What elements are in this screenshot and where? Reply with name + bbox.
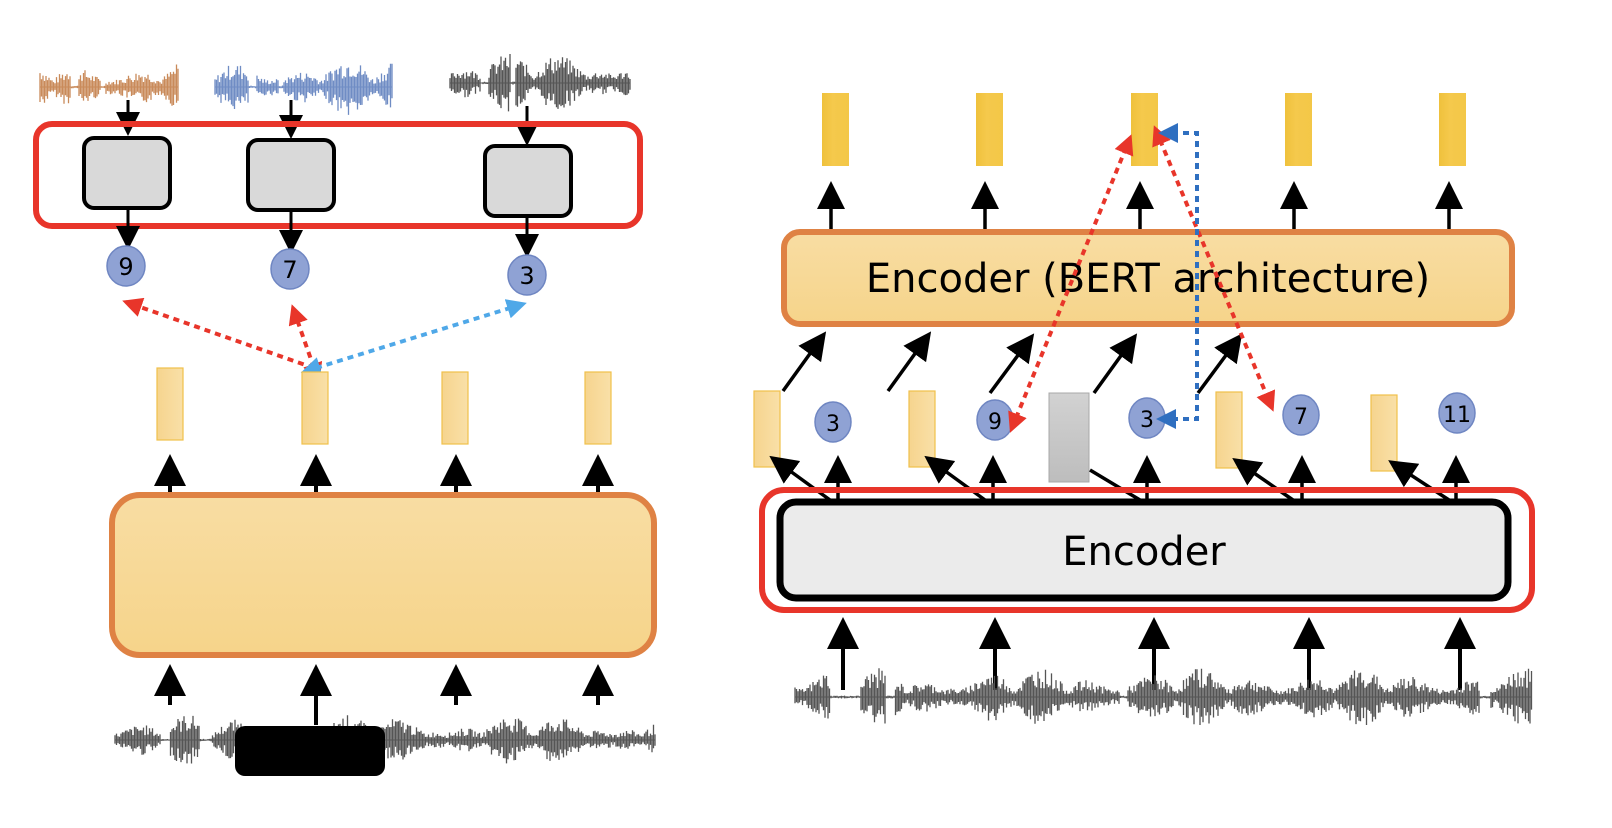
quantizer-highlight-box xyxy=(33,121,643,229)
cluster-token: 9 xyxy=(976,399,1014,441)
cnn-encoder-block xyxy=(776,498,1512,602)
left-panel: 9 7 3 xyxy=(33,54,657,776)
output-vector xyxy=(822,93,849,166)
waveform-to-encoder-arrows xyxy=(827,617,1476,690)
output-vectors xyxy=(822,93,1466,166)
arrow xyxy=(769,455,832,502)
quantizer-to-token-arrows xyxy=(116,210,539,258)
quantizer-box xyxy=(82,136,172,210)
input-waveform xyxy=(794,668,1533,725)
encoder-to-context-arrows xyxy=(154,454,614,494)
token-label: 7 xyxy=(282,256,297,284)
context-vector xyxy=(584,371,612,445)
cluster-token: 11 xyxy=(1438,392,1476,434)
quantizer-box xyxy=(483,144,573,218)
prediction-arrow-positive xyxy=(1156,123,1199,429)
vector-to-bert-arrows xyxy=(781,331,1243,395)
arrow xyxy=(924,455,987,502)
frame-vector xyxy=(908,390,936,468)
context-vector xyxy=(156,367,184,441)
cluster-label: 11 xyxy=(1443,403,1471,428)
token-label: 9 xyxy=(118,253,133,281)
prediction-arrow-negative xyxy=(1152,125,1276,412)
output-vector xyxy=(1439,93,1466,166)
cluster-label: 3 xyxy=(826,412,840,437)
waveform-path xyxy=(39,64,179,106)
negative-contrast-arrow xyxy=(122,297,315,370)
negative-contrast-arrow xyxy=(288,304,323,384)
context-vector xyxy=(301,371,329,445)
cluster-label: 9 xyxy=(988,410,1002,435)
arrow xyxy=(1232,458,1294,502)
bert-encoder-block xyxy=(781,229,1515,327)
arrow xyxy=(1092,333,1138,395)
arrow xyxy=(886,331,932,393)
encoder-highlight-box xyxy=(759,487,1535,613)
arrow xyxy=(988,333,1035,395)
arrow xyxy=(1388,460,1450,502)
arrow xyxy=(1089,468,1141,502)
output-vector xyxy=(1285,93,1312,166)
waveform-to-encoder-arrows xyxy=(154,664,614,725)
mask-block xyxy=(235,726,385,776)
bert-to-output-arrows xyxy=(817,181,1463,233)
cluster-label: 7 xyxy=(1294,405,1308,430)
frame-vector xyxy=(1215,391,1243,469)
input-waveforms xyxy=(39,54,631,115)
quantized-token: 9 xyxy=(106,245,146,287)
output-vector xyxy=(976,93,1003,166)
transformer-block xyxy=(109,492,657,658)
cluster-token: 7 xyxy=(1282,394,1320,436)
output-vector xyxy=(1131,93,1158,166)
token-label: 3 xyxy=(519,262,534,290)
cluster-token: 3 xyxy=(814,401,852,443)
waveform-to-quantizer-arrows xyxy=(116,100,539,146)
cluster-token: 3 xyxy=(1128,397,1166,439)
quantized-token: 7 xyxy=(270,248,310,290)
encoder-to-frame-arrows xyxy=(769,455,1470,502)
quantizer-box xyxy=(246,138,336,212)
frame-vector xyxy=(753,390,781,468)
context-vector xyxy=(441,371,469,445)
waveform-path xyxy=(214,63,393,115)
cluster-label: 3 xyxy=(1140,408,1154,433)
positive-contrast-arrow xyxy=(300,299,527,377)
quantized-token: 3 xyxy=(507,254,547,296)
right-panel: Encoder (BERT architecture) 3 9 xyxy=(753,93,1535,725)
bert-encoder-label: Encoder (BERT architecture) xyxy=(866,256,1430,302)
masked-frame xyxy=(1048,392,1090,483)
cnn-encoder-label: Encoder xyxy=(1062,529,1226,575)
frame-vector xyxy=(1370,394,1398,472)
arrow xyxy=(1196,333,1243,395)
arrow xyxy=(781,331,827,393)
